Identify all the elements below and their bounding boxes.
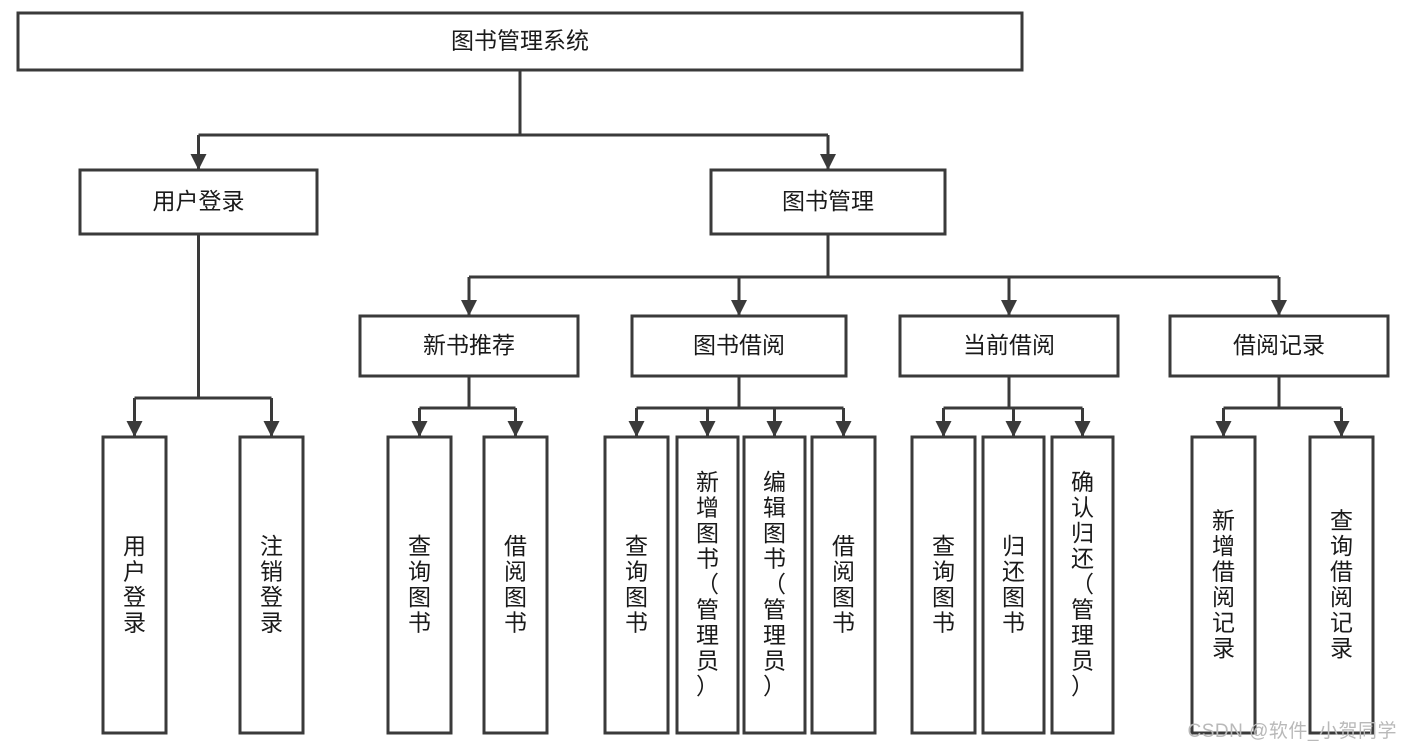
leaf-node-label: 查询借阅记录 xyxy=(1330,507,1353,661)
root-node-box[interactable] xyxy=(16,11,1024,72)
leaf-node-12[interactable]: 新增借阅记录 xyxy=(1190,435,1257,735)
arrow-head-icon xyxy=(126,421,143,437)
leaf-node-label: 确认归还（管理员） xyxy=(1071,469,1094,699)
leaf-node-5[interactable]: 查询图书 xyxy=(603,435,670,735)
connector-layer xyxy=(126,70,1350,437)
level2-node-1[interactable]: 用户登录 xyxy=(78,168,319,236)
arrow-head-icon xyxy=(190,154,207,170)
leaf-node-label: 归还图书 xyxy=(1002,533,1025,636)
level2-node-box[interactable] xyxy=(709,168,947,236)
leaf-node-box[interactable] xyxy=(1308,435,1375,735)
level3-node-3[interactable]: 当前借阅 xyxy=(898,314,1120,378)
leaf-node-label: 查询图书 xyxy=(932,533,955,636)
arrow-head-icon xyxy=(731,300,747,316)
arrow-head-icon xyxy=(263,421,280,437)
level3-node-label: 当前借阅 xyxy=(963,332,1055,358)
level3-node-box[interactable] xyxy=(358,314,580,378)
level3-node-4[interactable]: 借阅记录 xyxy=(1168,314,1390,378)
leaf-node-2[interactable]: 注销登录 xyxy=(238,435,305,735)
leaf-node-label: 新增借阅记录 xyxy=(1212,507,1235,661)
arrow-head-icon xyxy=(628,421,645,437)
arrow-head-icon xyxy=(1001,300,1017,316)
level2-node-box[interactable] xyxy=(78,168,319,236)
arrow-head-icon xyxy=(507,421,524,437)
leaf-node-3[interactable]: 查询图书 xyxy=(386,435,453,735)
arrow-head-icon xyxy=(935,421,952,437)
leaf-node-box[interactable] xyxy=(981,435,1046,735)
level3-node-label: 图书借阅 xyxy=(693,332,785,358)
level3-node-box[interactable] xyxy=(1168,314,1390,378)
arrow-head-icon xyxy=(1271,300,1287,316)
level3-node-1[interactable]: 新书推荐 xyxy=(358,314,580,378)
level3-node-label: 借阅记录 xyxy=(1233,332,1325,358)
arrow-head-icon xyxy=(411,421,428,437)
level2-node-label: 图书管理 xyxy=(782,188,874,214)
arrow-head-icon xyxy=(461,300,477,316)
level2-node-label: 用户登录 xyxy=(153,188,245,214)
leaf-node-label: 借阅图书 xyxy=(504,533,527,636)
leaf-node-box[interactable] xyxy=(482,435,549,735)
arrow-head-icon xyxy=(766,421,783,437)
root-node-label: 图书管理系统 xyxy=(451,28,589,54)
leaf-node-label: 借阅图书 xyxy=(832,533,855,636)
leaf-node-13[interactable]: 查询借阅记录 xyxy=(1308,435,1375,735)
arrow-head-icon xyxy=(820,154,836,170)
leaf-node-box[interactable] xyxy=(1050,435,1115,735)
leaf-node-label: 用户登录 xyxy=(123,533,146,636)
level2-node-2[interactable]: 图书管理 xyxy=(709,168,947,236)
root-node-1[interactable]: 图书管理系统 xyxy=(16,11,1024,72)
arrow-head-icon xyxy=(1005,421,1022,437)
arrow-head-icon xyxy=(835,421,852,437)
leaf-node-label: 查询图书 xyxy=(625,533,648,636)
leaf-node-box[interactable] xyxy=(810,435,877,735)
leaf-node-label: 注销登录 xyxy=(260,533,283,636)
leaf-node-box[interactable] xyxy=(238,435,305,735)
leaf-node-6[interactable]: 新增图书（管理员） xyxy=(675,435,740,735)
level3-node-label: 新书推荐 xyxy=(423,332,515,358)
leaf-node-box[interactable] xyxy=(101,435,168,735)
level3-node-box[interactable] xyxy=(898,314,1120,378)
leaf-node-9[interactable]: 查询图书 xyxy=(910,435,977,735)
leaf-node-box[interactable] xyxy=(675,435,740,735)
leaf-node-box[interactable] xyxy=(742,435,807,735)
leaf-node-8[interactable]: 借阅图书 xyxy=(810,435,877,735)
level3-node-2[interactable]: 图书借阅 xyxy=(630,314,848,378)
leaf-node-7[interactable]: 编辑图书（管理员） xyxy=(742,435,807,735)
level3-node-box[interactable] xyxy=(630,314,848,378)
leaf-node-1[interactable]: 用户登录 xyxy=(101,435,168,735)
leaf-node-label: 编辑图书（管理员） xyxy=(763,469,786,699)
arrow-head-icon xyxy=(1215,421,1232,437)
leaf-node-box[interactable] xyxy=(1190,435,1257,735)
leaf-node-label: 查询图书 xyxy=(408,533,431,636)
leaf-node-4[interactable]: 借阅图书 xyxy=(482,435,549,735)
leaf-node-box[interactable] xyxy=(386,435,453,735)
leaf-node-label: 新增图书（管理员） xyxy=(696,469,719,699)
leaf-node-11[interactable]: 确认归还（管理员） xyxy=(1050,435,1115,735)
arrow-head-icon xyxy=(1074,421,1091,437)
node-layer: 图书管理系统用户登录图书管理新书推荐图书借阅当前借阅借阅记录用户登录注销登录查询… xyxy=(16,11,1390,735)
leaf-node-10[interactable]: 归还图书 xyxy=(981,435,1046,735)
leaf-node-box[interactable] xyxy=(603,435,670,735)
arrow-head-icon xyxy=(699,421,716,437)
leaf-node-box[interactable] xyxy=(910,435,977,735)
arrow-head-icon xyxy=(1333,421,1350,437)
